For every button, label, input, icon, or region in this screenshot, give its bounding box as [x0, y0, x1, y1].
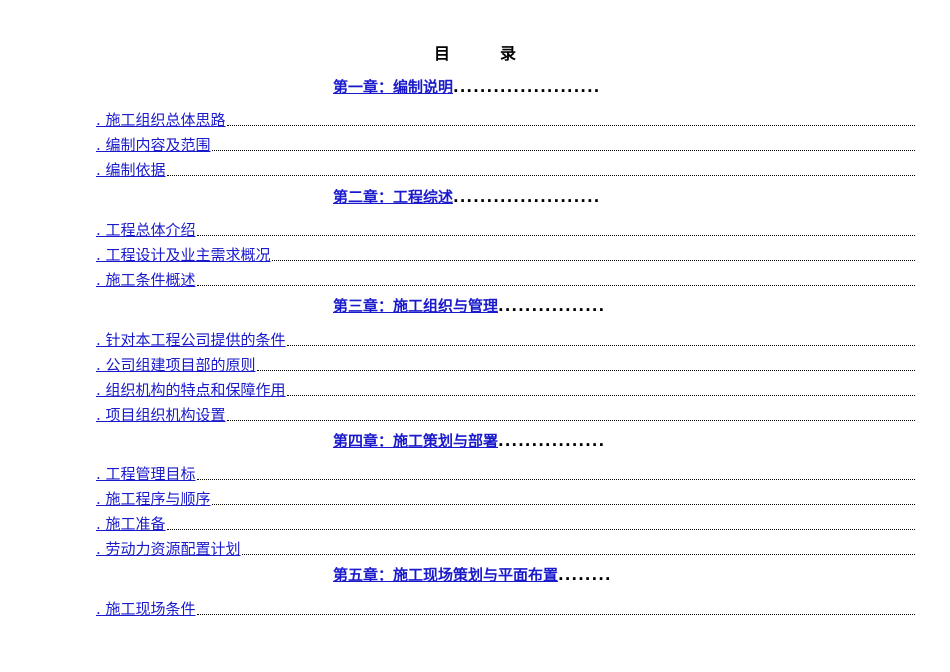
toc-title-right: 录	[500, 44, 517, 63]
toc-entry-link[interactable]: . 工程总体介绍	[96, 221, 196, 239]
dot-leader	[166, 174, 915, 176]
toc-entry: . 编制内容及范围	[96, 133, 915, 155]
chapter-2-heading: 第二章：工程综述......................	[333, 186, 663, 208]
toc-entry-link[interactable]: . 项目组织机构设置	[96, 406, 226, 424]
toc-entry: . 公司组建项目部的原则	[96, 353, 915, 375]
chapter-5-heading: 第五章：施工现场策划与平面布置........	[333, 564, 663, 586]
toc-entry: . 施工条件概述	[96, 268, 915, 290]
chapter-3-link[interactable]: 第三章：施工组织与管理	[333, 297, 499, 315]
toc-entry-link[interactable]: . 施工现场条件	[96, 600, 196, 618]
chapter-3-dots: ................	[498, 297, 606, 315]
toc-entry-link[interactable]: . 编制依据	[96, 161, 166, 179]
dot-leader	[226, 124, 915, 126]
toc-entry-link[interactable]: . 施工准备	[96, 515, 166, 533]
toc-entry-link[interactable]: . 编制内容及范围	[96, 136, 211, 154]
chapter-5-link[interactable]: 第五章：施工现场策划与平面布置	[333, 566, 559, 584]
chapter-1-link[interactable]: 第一章：编制说明	[333, 78, 454, 96]
dot-leader	[286, 394, 915, 396]
toc-entry: . 施工现场条件	[96, 597, 915, 619]
dot-leader	[196, 478, 915, 480]
toc-entry: . 劳动力资源配置计划	[96, 537, 915, 559]
chapter-4-heading: 第四章：施工策划与部署................	[333, 430, 663, 452]
chapter-4-dots: ................	[498, 432, 606, 450]
dot-leader	[256, 369, 915, 371]
toc-entry: . 项目组织机构设置	[96, 403, 915, 425]
toc-title: 目录	[0, 40, 950, 64]
chapter-4-link[interactable]: 第四章：施工策划与部署	[333, 432, 499, 450]
chapter-2-link[interactable]: 第二章：工程综述	[333, 188, 454, 206]
chapter-1-heading: 第一章：编制说明......................	[333, 76, 663, 98]
toc-entry: . 工程设计及业主需求概况	[96, 243, 915, 265]
dot-leader	[196, 234, 915, 236]
toc-entry-link[interactable]: . 施工组织总体思路	[96, 111, 226, 129]
toc-entry: . 工程管理目标	[96, 462, 915, 484]
chapter-1-dots: ......................	[453, 78, 601, 96]
toc-entry: . 施工程序与顺序	[96, 487, 915, 509]
dot-leader	[271, 259, 915, 261]
toc-entry-link[interactable]: . 针对本工程公司提供的条件	[96, 331, 286, 349]
toc-entry: . 编制依据	[96, 158, 915, 180]
toc-entry-link[interactable]: . 施工程序与顺序	[96, 490, 211, 508]
toc-entry-link[interactable]: . 施工条件概述	[96, 271, 196, 289]
toc-entry: . 施工组织总体思路	[96, 108, 915, 130]
dot-leader	[286, 344, 915, 346]
toc-entry: . 施工准备	[96, 512, 915, 534]
dot-leader	[166, 528, 915, 530]
dot-leader	[211, 149, 915, 151]
dot-leader	[196, 613, 915, 615]
chapter-5-dots: ........	[558, 566, 612, 584]
dot-leader	[241, 553, 915, 555]
dot-leader	[211, 503, 915, 505]
toc-entry-link[interactable]: . 组织机构的特点和保障作用	[96, 381, 286, 399]
toc-entry: . 工程总体介绍	[96, 218, 915, 240]
dot-leader	[196, 284, 915, 286]
toc-entry-link[interactable]: . 公司组建项目部的原则	[96, 356, 256, 374]
toc-title-left: 目	[433, 44, 450, 63]
toc-entry: . 组织机构的特点和保障作用	[96, 378, 915, 400]
chapter-2-dots: ......................	[453, 188, 601, 206]
dot-leader	[226, 419, 915, 421]
toc-entry: . 针对本工程公司提供的条件	[96, 328, 915, 350]
toc-entry-link[interactable]: . 工程设计及业主需求概况	[96, 246, 271, 264]
toc-entry-link[interactable]: . 工程管理目标	[96, 465, 196, 483]
toc-entry-link[interactable]: . 劳动力资源配置计划	[96, 540, 241, 558]
chapter-3-heading: 第三章：施工组织与管理................	[333, 295, 663, 317]
